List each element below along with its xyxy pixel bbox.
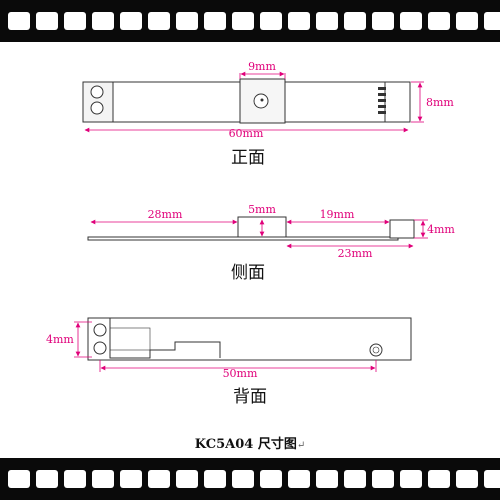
- film-hole-top: [36, 12, 58, 30]
- side-mid-length-label: 19mm: [320, 208, 355, 221]
- back-inner-pad: [109, 327, 151, 351]
- film-hole-bottom: [176, 470, 198, 488]
- film-hole-top: [232, 12, 254, 30]
- back-height-label: 4mm: [46, 333, 74, 346]
- film-hole-bottom: [232, 470, 254, 488]
- back-view-label: 背面: [233, 387, 267, 407]
- film-hole-top: [92, 12, 114, 30]
- side-connector-height-label: 4mm: [427, 223, 455, 236]
- film-hole-top: [428, 12, 450, 30]
- film-hole-top: [204, 12, 226, 30]
- film-hole-bottom: [316, 470, 338, 488]
- film-hole-top: [456, 12, 478, 30]
- caption-text: KC5A04 尺寸图: [194, 437, 297, 452]
- film-strip-bottom: [0, 458, 500, 500]
- front-total-length-label: 60mm: [229, 127, 264, 140]
- film-hole-top: [400, 12, 422, 30]
- front-view-label: 正面: [231, 148, 265, 168]
- film-hole-top: [288, 12, 310, 30]
- back-view: 4mm 50mm 背面: [46, 317, 412, 407]
- film-hole-bottom: [36, 470, 58, 488]
- front-lens-width-label: 9mm: [248, 60, 276, 73]
- back-right-hole: [369, 343, 383, 357]
- front-lens-center: [260, 98, 264, 102]
- film-hole-bottom: [372, 470, 394, 488]
- side-view: 28mm 5mm 19mm 23mm 4mm 侧面: [87, 203, 455, 283]
- back-hole-span-label: 50mm: [223, 367, 258, 380]
- film-hole-top: [484, 12, 500, 30]
- front-connector: [384, 81, 411, 123]
- film-hole-top: [372, 12, 394, 30]
- film-hole-bottom: [400, 470, 422, 488]
- side-left-length-label: 28mm: [148, 208, 183, 221]
- film-hole-bottom: [484, 470, 500, 488]
- back-trace-outline: [109, 318, 221, 359]
- front-connector-pins: [378, 87, 386, 114]
- film-hole-bottom: [64, 470, 86, 488]
- film-hole-bottom: [204, 470, 226, 488]
- film-hole-bottom: [428, 470, 450, 488]
- front-mount-hole-top: [90, 85, 104, 99]
- film-hole-top: [316, 12, 338, 30]
- film-hole-top: [8, 12, 30, 30]
- film-hole-top: [176, 12, 198, 30]
- front-view: 9mm 60mm 8mm 正面: [82, 60, 454, 168]
- film-hole-bottom: [92, 470, 114, 488]
- back-right-hole-inner: [372, 346, 380, 354]
- diagram-caption: KC5A04 尺寸图↵: [0, 433, 500, 452]
- film-hole-bottom: [148, 470, 170, 488]
- back-mount-hole-bottom: [93, 341, 107, 355]
- film-hole-bottom: [260, 470, 282, 488]
- back-mount-hole-top: [93, 323, 107, 337]
- side-view-label: 侧面: [231, 263, 265, 283]
- film-hole-top: [148, 12, 170, 30]
- film-hole-bottom: [344, 470, 366, 488]
- front-height-label: 8mm: [426, 96, 454, 109]
- film-hole-top: [120, 12, 142, 30]
- film-hole-bottom: [120, 470, 142, 488]
- film-hole-top: [260, 12, 282, 30]
- side-right-length-label: 23mm: [338, 247, 373, 260]
- side-lens-depth-label: 5mm: [248, 203, 276, 216]
- film-strip-top: [0, 0, 500, 42]
- film-hole-bottom: [8, 470, 30, 488]
- film-hole-bottom: [456, 470, 478, 488]
- back-board-outline: [87, 317, 412, 361]
- film-hole-top: [64, 12, 86, 30]
- side-connector-block: [389, 219, 415, 239]
- front-mount-hole-bottom: [90, 101, 104, 115]
- return-mark: ↵: [296, 440, 306, 451]
- film-hole-top: [344, 12, 366, 30]
- film-hole-bottom: [288, 470, 310, 488]
